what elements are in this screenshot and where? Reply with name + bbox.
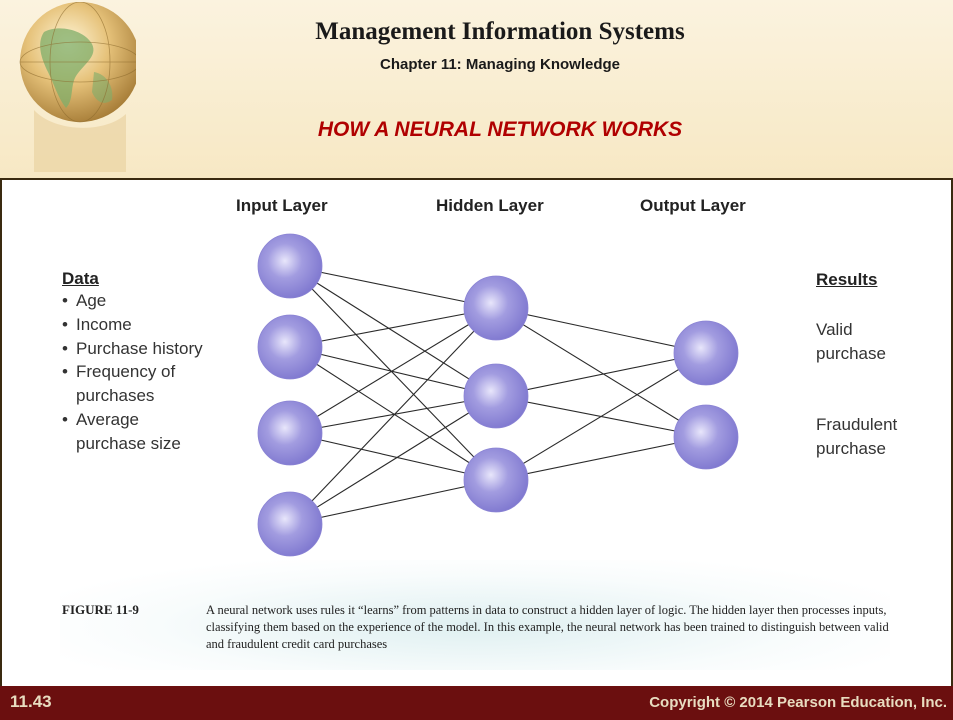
slide-footer: 11.43 Copyright © 2014 Pearson Education…: [0, 686, 953, 720]
connection-line: [289, 265, 497, 481]
copyright-notice: Copyright © 2014 Pearson Education, Inc.: [649, 694, 947, 711]
figure-label: FIGURE 11-9: [62, 602, 139, 617]
hidden-node: [463, 447, 529, 513]
slide-number: 11.43: [10, 692, 52, 711]
data-item: Income: [62, 313, 212, 337]
connection-line: [289, 432, 497, 481]
connection-line: [495, 307, 707, 354]
data-item: Purchase history: [62, 337, 212, 361]
input-node: [257, 314, 323, 380]
chapter-subtitle: Chapter 11: Managing Knowledge: [379, 56, 621, 73]
connection-line: [289, 479, 497, 525]
network-nodes: [257, 233, 739, 557]
data-item: Average purchase size: [62, 408, 212, 456]
hidden-node: [463, 275, 529, 341]
slide-header: Management Information Systems Chapter 1…: [0, 0, 953, 180]
connection-line: [289, 346, 497, 481]
input-layer-label: Input Layer: [236, 196, 328, 215]
connection-line: [495, 352, 707, 481]
figure-caption: A neural network uses rules it “learns” …: [206, 603, 889, 651]
globe-icon: [19, 2, 136, 172]
slide-heading: HOW A NEURAL NETWORK WORKS: [317, 118, 683, 141]
neural-network-diagram: [257, 233, 739, 557]
input-node: [257, 233, 323, 299]
connection-line: [289, 346, 497, 397]
data-heading: Data: [62, 269, 99, 288]
data-item: Age: [62, 289, 212, 313]
input-node: [257, 491, 323, 557]
presentation-title: Management Information Systems: [315, 18, 685, 45]
results-heading: Results: [816, 270, 878, 289]
connection-line: [289, 395, 497, 525]
data-item: Frequency of purchases: [62, 360, 212, 408]
connection-line: [289, 395, 497, 434]
result-valid-purchase: Valid purchase: [816, 320, 886, 363]
output-node: [673, 320, 739, 386]
connection-lines: [289, 265, 707, 525]
frame-border-right: [951, 178, 953, 686]
connection-line: [289, 265, 497, 397]
connection-line: [289, 265, 497, 309]
connection-line: [289, 307, 497, 525]
connection-line: [289, 307, 497, 348]
result-fraudulent-purchase: Fraudulent purchase: [816, 415, 898, 458]
output-node: [673, 404, 739, 470]
connection-line: [495, 307, 707, 438]
input-node: [257, 400, 323, 466]
connection-line: [289, 307, 497, 434]
hidden-layer-label: Hidden Layer: [436, 196, 544, 215]
background-watermark: [60, 560, 890, 670]
hidden-node: [463, 363, 529, 429]
connection-line: [495, 436, 707, 481]
data-list: Age Income Purchase history Frequency of…: [62, 289, 212, 456]
output-layer-label: Output Layer: [640, 196, 746, 215]
connection-line: [495, 352, 707, 397]
frame-border-left: [0, 178, 2, 686]
